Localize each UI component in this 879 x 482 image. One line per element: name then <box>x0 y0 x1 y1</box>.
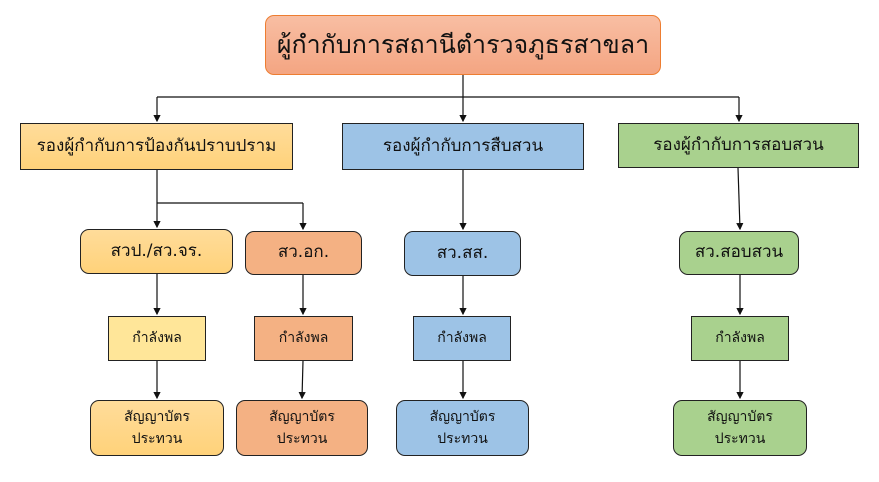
non-commissioned-label: ประทวน <box>714 431 766 447</box>
rank-box: สัญญาบัตรประทวน <box>673 400 807 456</box>
commissioned-label: สัญญาบัตร <box>269 408 335 425</box>
rank-box: สัญญาบัตรประทวน <box>396 400 529 456</box>
deputy-inquiry-box: รองผู้กำกับการสอบสวน <box>618 123 859 168</box>
unit-name: สวป./สว.จร. <box>110 240 203 261</box>
unit-box: สว.สอบสวน <box>679 231 799 275</box>
deputy-investigation-box: รองผู้กำกับการสืบสวน <box>342 123 584 170</box>
deputy-prevention-box: รองผู้กำกับการป้องกันปราบปราม <box>20 123 293 170</box>
unit-box: สว.สส. <box>404 231 521 276</box>
deputy-title: รองผู้กำกับการป้องกันปราบปราม <box>36 135 277 156</box>
staff-box: กำลังพล <box>108 316 206 361</box>
non-commissioned-label: ประทวน <box>131 431 183 447</box>
deputy-title: รองผู้กำกับการสืบสวน <box>382 135 544 156</box>
rank-box: สัญญาบัตรประทวน <box>90 400 224 456</box>
staff-label: กำลังพล <box>437 330 487 347</box>
staff-box: กำลังพล <box>254 316 353 361</box>
unit-name: สว.อก. <box>277 242 330 263</box>
chief-title: ผู้กำกับการสถานีตำรวจภูธรสาขลา <box>276 30 650 59</box>
commissioned-label: สัญญาบัตร <box>429 408 496 425</box>
rank-box: สัญญาบัตรประทวน <box>236 400 368 456</box>
non-commissioned-label: ประทวน <box>276 431 328 447</box>
staff-box: กำลังพล <box>413 316 511 361</box>
unit-box: สว.อก. <box>245 231 362 275</box>
commissioned-label: สัญญาบัตร <box>707 408 773 425</box>
non-commissioned-label: ประทวน <box>437 431 488 447</box>
unit-box: สวป./สว.จร. <box>80 229 233 274</box>
staff-label: กำลังพล <box>132 330 182 347</box>
staff-label: กำลังพล <box>715 330 765 347</box>
deputy-title: รองผู้กำกับการสอบสวน <box>653 134 824 155</box>
unit-name: สว.สส. <box>436 242 489 263</box>
staff-label: กำลังพล <box>278 330 329 347</box>
unit-name: สว.สอบสวน <box>694 242 784 263</box>
chief-box: ผู้กำกับการสถานีตำรวจภูธรสาขลา <box>265 15 661 75</box>
staff-box: กำลังพล <box>691 316 789 361</box>
commissioned-label: สัญญาบัตร <box>124 408 190 425</box>
